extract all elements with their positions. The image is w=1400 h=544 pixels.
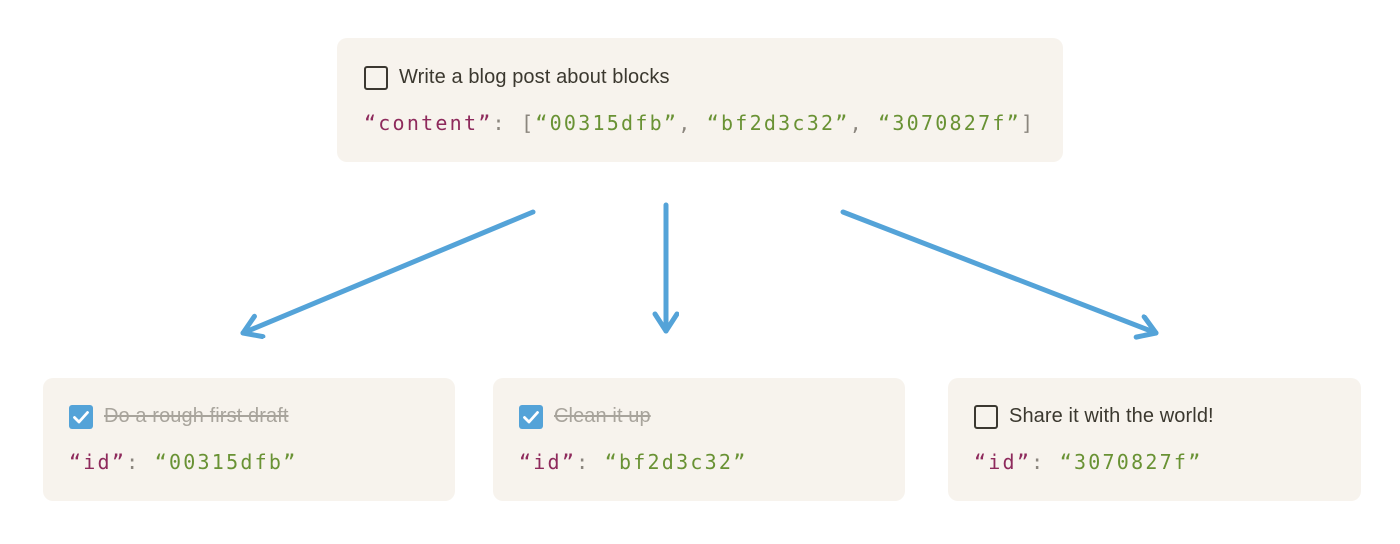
todo-row: Do a rough first draft	[69, 404, 445, 429]
code-colon: :	[126, 450, 155, 474]
todo-row: Share it with the world!	[974, 404, 1351, 429]
code-key: “id”	[519, 450, 577, 474]
child-block-card-1: Do a rough first draft “id”: “00315dfb”	[43, 378, 455, 501]
todo-checkbox-checked[interactable]	[519, 404, 543, 429]
child-block-card-2: Clean it up “id”: “bf2d3c32”	[493, 378, 905, 501]
code-value: “bf2d3c32”	[604, 450, 748, 474]
code-line-id: “id”: “bf2d3c32”	[519, 449, 895, 475]
todo-label: Write a blog post about blocks	[399, 66, 670, 88]
code-key: “content”	[364, 111, 493, 135]
code-line-id: “id”: “3070827f”	[974, 449, 1351, 475]
check-icon	[73, 410, 89, 423]
todo-label: Share it with the world!	[1009, 405, 1214, 427]
code-line-id: “id”: “00315dfb”	[69, 449, 445, 475]
code-comma: ,	[849, 111, 879, 135]
code-key: “id”	[69, 450, 127, 474]
code-value-2: “bf2d3c32”	[706, 111, 850, 135]
todo-row: Write a blog post about blocks	[364, 65, 1053, 90]
code-comma: ,	[678, 111, 707, 135]
code-line-content: “content”: [“00315dfb”, “bf2d3c32”, “307…	[364, 110, 1053, 136]
code-bracket-open: [	[521, 111, 536, 135]
todo-label: Clean it up	[554, 405, 651, 427]
code-value: “3070827f”	[1059, 450, 1203, 474]
code-colon: :	[1031, 450, 1060, 474]
code-value-1: “00315dfb”	[535, 111, 679, 135]
todo-checkbox-unchecked[interactable]	[364, 65, 388, 90]
check-icon	[523, 410, 539, 423]
code-key: “id”	[974, 450, 1032, 474]
code-colon: :	[576, 450, 605, 474]
parent-block-card: Write a blog post about blocks “content”…	[337, 38, 1063, 162]
code-colon: :	[492, 111, 522, 135]
child-block-card-3: Share it with the world! “id”: “3070827f…	[948, 378, 1361, 501]
arrow-to-child-1	[240, 209, 536, 333]
todo-checkbox-unchecked[interactable]	[974, 404, 998, 429]
code-value-3: “3070827f”	[878, 111, 1021, 135]
todo-row: Clean it up	[519, 404, 895, 429]
arrow-to-child-3	[840, 209, 1159, 333]
code-value: “00315dfb”	[154, 450, 298, 474]
todo-label: Do a rough first draft	[104, 405, 289, 427]
todo-checkbox-checked[interactable]	[69, 404, 93, 429]
code-bracket-close: ]	[1020, 111, 1036, 135]
